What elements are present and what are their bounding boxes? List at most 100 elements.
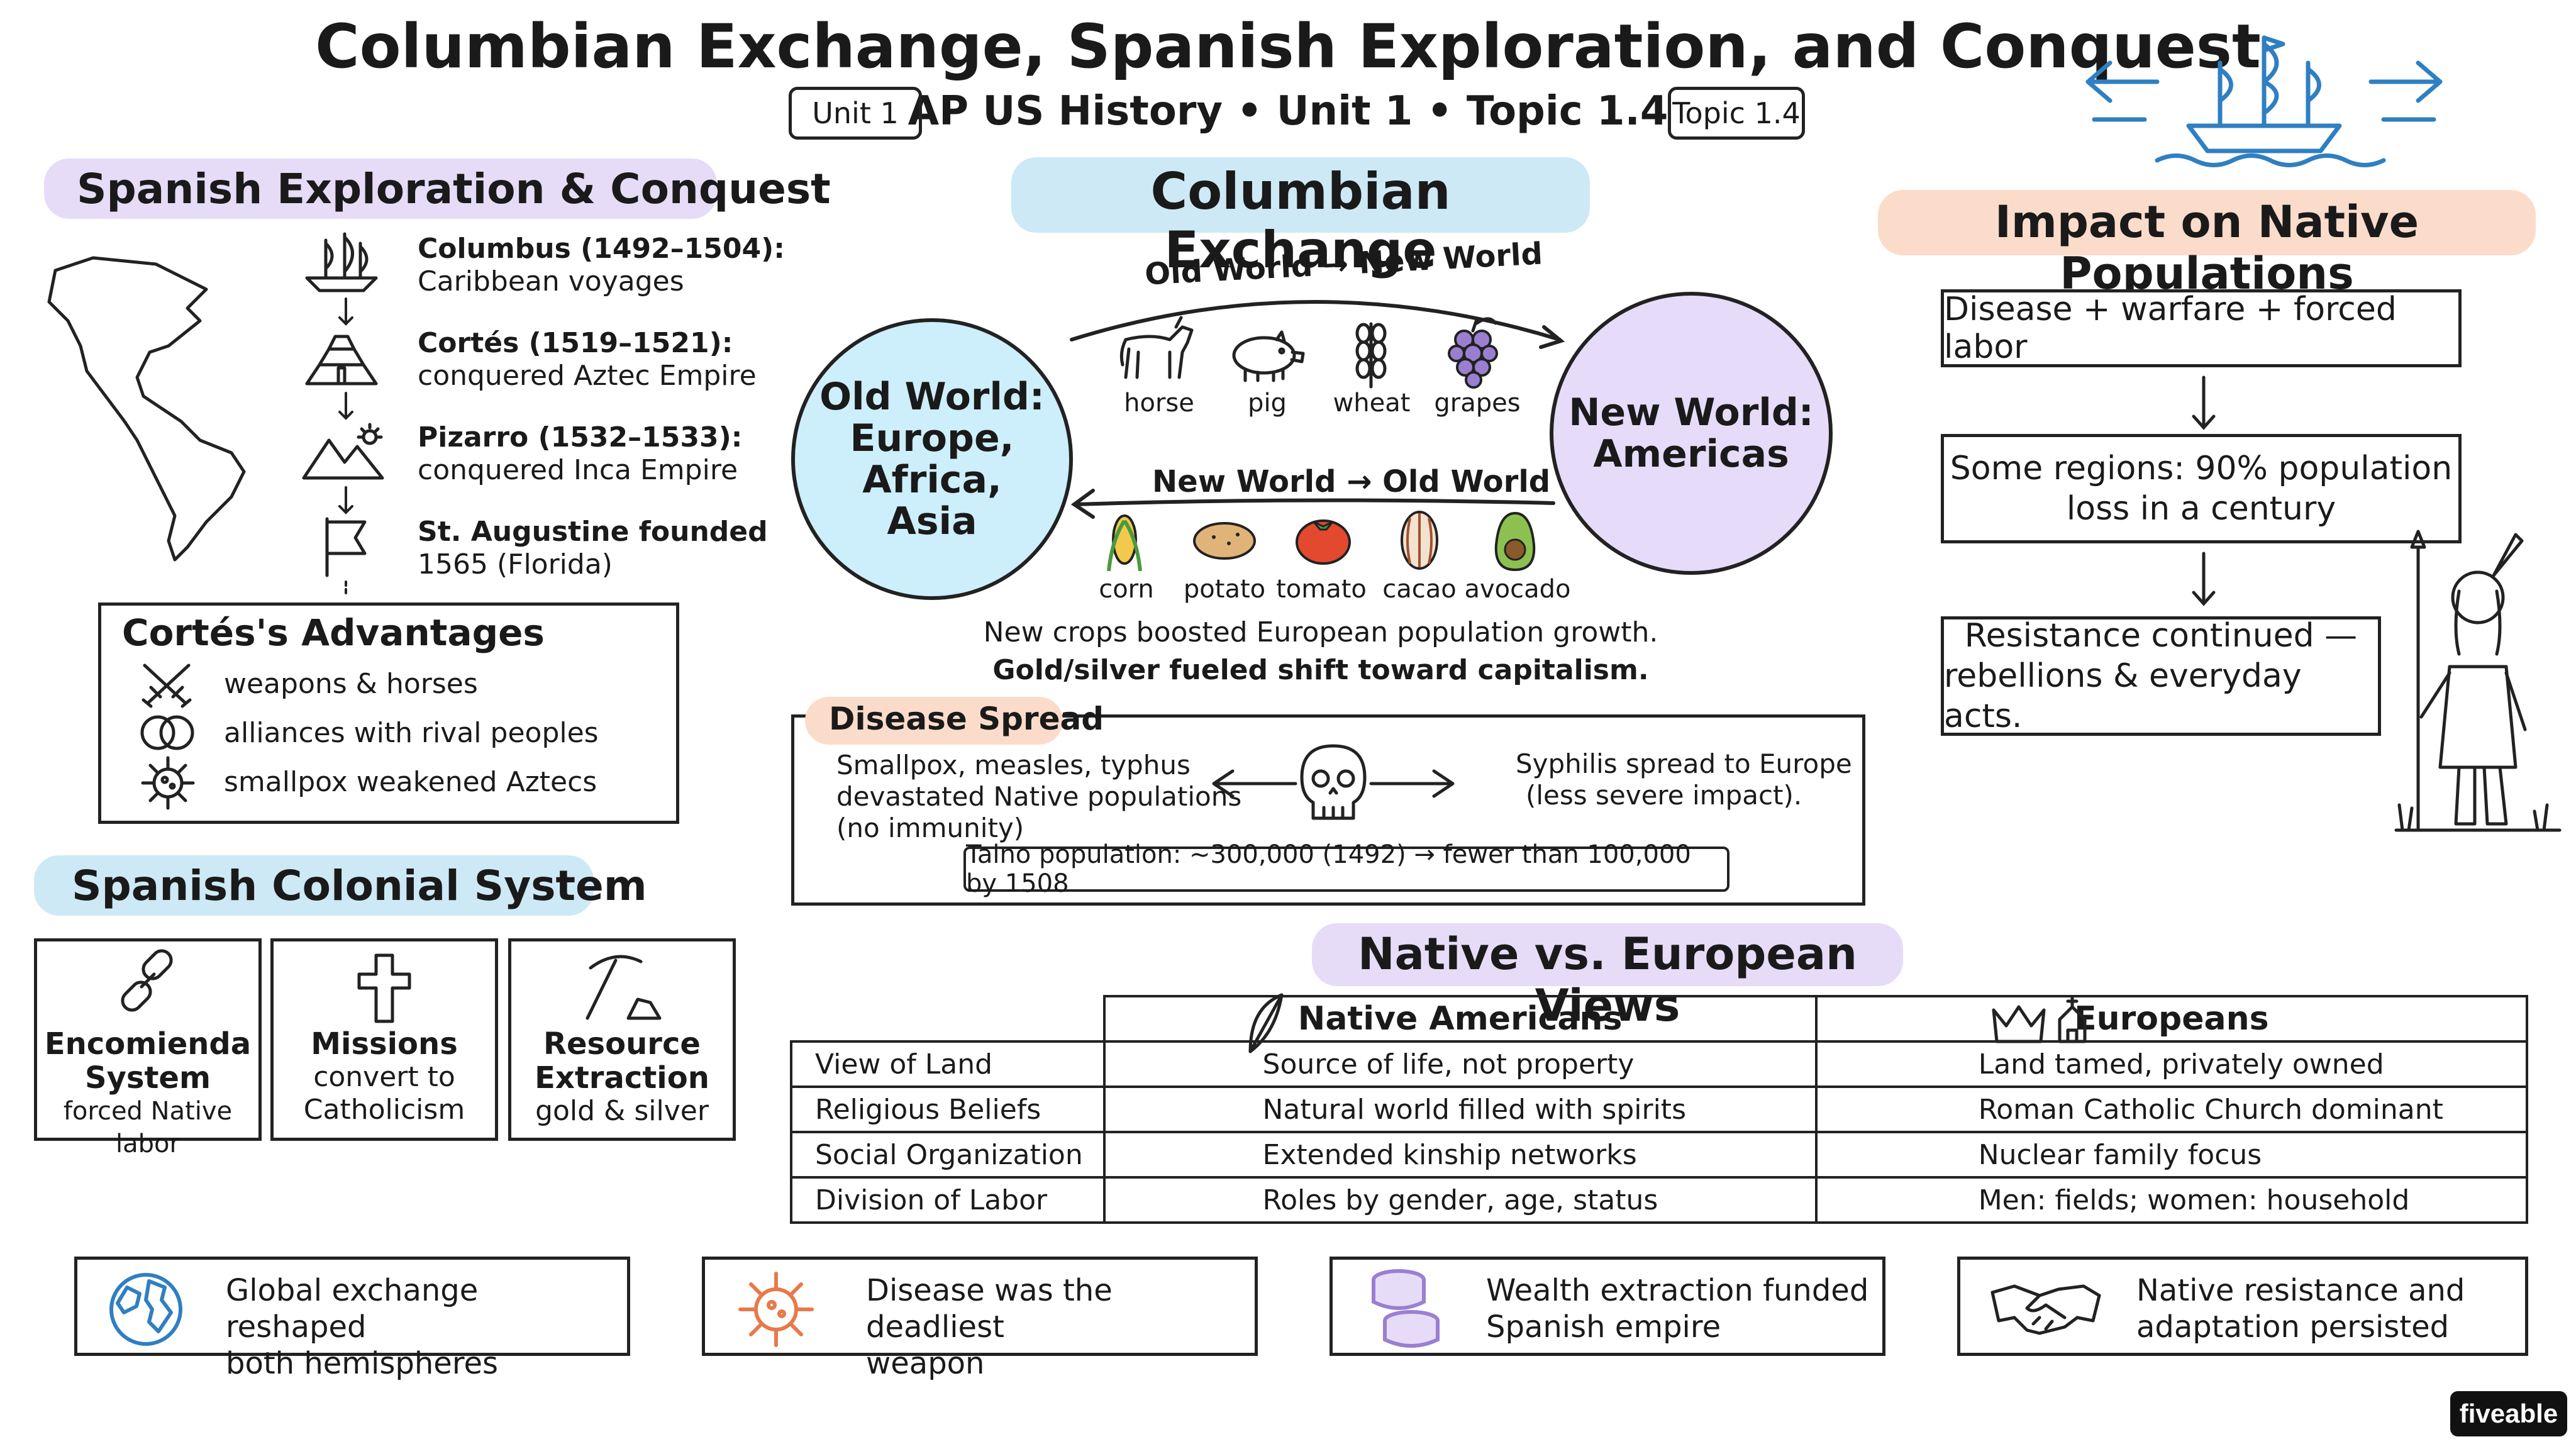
text-line: loss in a century: [2066, 490, 2336, 528]
resource-extraction-box: Resource Extraction gold & silver: [508, 938, 736, 1141]
new-world-circle: New World: Americas: [1550, 292, 1833, 575]
table-row: Religious Beliefs Natural world filled w…: [790, 1085, 2529, 1133]
exchange-note: New crops boosted European population gr…: [983, 616, 1658, 648]
timeline-text: conquered Inca Empire: [418, 454, 738, 486]
text-line: both hemispheres: [226, 1346, 499, 1381]
cortes-advantages-heading: Cortés's Advantages: [122, 611, 545, 654]
timeline-item: St. Augustine founded 1565 (Florida): [418, 516, 768, 581]
impact-heading: Impact on Native Populations: [1994, 196, 2419, 299]
takeaway-text: Global exchange reshaped both hemisphere…: [226, 1272, 627, 1382]
native-cell: Extended kinship networks: [1102, 1131, 1818, 1179]
timeline-title: Pizarro (1532–1533):: [418, 421, 743, 453]
row-label: Religious Beliefs: [790, 1085, 1106, 1133]
text-line: Native resistance and: [2136, 1273, 2465, 1308]
section-highlight: [44, 158, 717, 219]
item-label: tomato: [1276, 575, 1367, 604]
coins-icon: [1372, 1269, 1440, 1348]
chain-icon: [121, 949, 173, 1012]
timeline-item: Pizarro (1532–1533): conquered Inca Empi…: [418, 421, 742, 487]
native-cell: Source of life, not property: [1102, 1040, 1818, 1088]
avocado-icon: [1494, 511, 1536, 572]
taino-population-box: Taino population: ~300,000 (1492) → fewe…: [963, 840, 1729, 898]
corn-icon: [1107, 514, 1142, 572]
box-subtitle: forced Native labor: [63, 1097, 233, 1158]
timeline-connector: [338, 297, 353, 596]
page-subtitle: AP US History • Unit 1 • Topic 1.4: [908, 88, 1668, 135]
text-line: (no immunity): [836, 813, 1024, 843]
box-title: Missions: [311, 1026, 458, 1062]
box-subtitle: gold & silver: [535, 1095, 709, 1127]
native-cell: Natural world filled with spirits: [1102, 1085, 1818, 1133]
section-highlight: [1312, 923, 1903, 986]
section-highlight: [1878, 190, 2536, 255]
takeaway-box: Wealth extraction funded Spanish empire: [1330, 1257, 1885, 1356]
text-line: Resistance continued —: [1964, 617, 2358, 655]
disease-old-world-text: Smallpox, measles, typhus devastated Nat…: [836, 750, 1241, 844]
euro-cell: Land tamed, privately owned: [1814, 1040, 2529, 1088]
exchange-note: Gold/silver fueled shift toward capitali…: [992, 654, 1649, 686]
americas-map-icon: [47, 256, 246, 562]
euro-cell: Nuclear family focus: [1814, 1131, 2529, 1179]
potato-icon: [1193, 522, 1256, 560]
table-header-row: Native Americans Europeans: [791, 993, 2529, 1053]
mountains-icon: [302, 423, 384, 480]
exchange-arrows: [1070, 300, 1565, 519]
pickaxe-icon: [586, 955, 662, 1020]
virus-icon: [141, 756, 195, 810]
timeline-title: Columbus (1492–1504):: [418, 233, 785, 265]
advantage-item: weapons & horses: [224, 668, 478, 700]
text-line: Syphilis spread to Europe: [1516, 748, 1852, 779]
box-title: Resource: [543, 1026, 701, 1062]
colonial-system-heading: Spanish Colonial System: [72, 862, 647, 910]
handshake-icon: [1990, 1284, 2101, 1335]
euro-column-header: Europeans: [1814, 995, 2529, 1043]
encomienda-box: Encomienda System forced Native labor: [34, 938, 262, 1158]
column-label: Native Americans: [1297, 1000, 1623, 1038]
section-highlight: [805, 697, 1063, 745]
text-line: Wealth extraction funded: [1486, 1273, 1869, 1308]
views-table: Native Americans Europeans View of Land …: [790, 993, 2529, 1224]
wheat-icon: [1355, 322, 1387, 389]
timeline-title: Cortés (1519–1521):: [418, 327, 733, 359]
topic-badge: Topic 1.4: [1668, 87, 1805, 140]
takeaway-box: Global exchange reshaped both hemisphere…: [74, 1257, 630, 1381]
row-label: Social Organization: [790, 1131, 1106, 1179]
circle-line: Asia: [887, 499, 977, 543]
timeline-text: conquered Aztec Empire: [418, 360, 757, 392]
cross-icon: [357, 953, 411, 1023]
skull-with-arrows-icon: [1212, 744, 1455, 820]
takeaway-box: Native resistance and adaptation persist…: [1957, 1257, 2528, 1356]
unit-badge: Unit 1: [789, 87, 922, 140]
box-title: Encomienda: [44, 1026, 252, 1062]
advantage-item: smallpox weakened Aztecs: [224, 766, 597, 798]
text-line: Global exchange reshaped: [226, 1273, 479, 1345]
table-corner: [791, 996, 1104, 1043]
cortes-advantages-box: [98, 602, 679, 824]
table-row: View of Land Source of life, not propert…: [790, 1040, 2529, 1088]
takeaway-text: Disease was the deadliest weapon: [866, 1272, 1255, 1382]
disease-new-world-text: Syphilis spread to Europe (less severe i…: [1516, 748, 1852, 811]
text-line: (less severe impact).: [1526, 780, 1802, 811]
flag-icon: [325, 517, 367, 577]
ship-with-arrows-icon: [2085, 35, 2443, 167]
horse-icon: [1119, 316, 1194, 379]
missions-box: Missions convert to Catholicism: [270, 938, 498, 1141]
timeline-item: Columbus (1492–1504): Caribbean voyages: [418, 233, 785, 298]
disease-heading: Disease Spread: [829, 701, 1104, 737]
grapes-icon: [1448, 317, 1498, 389]
ship-icon: [305, 232, 378, 292]
impact-flow-arrows: [2192, 375, 2216, 606]
euro-cell: Men: fields; women: household: [1814, 1176, 2529, 1224]
text-line: devastated Native populations: [836, 781, 1242, 812]
text-line: adaptation persisted: [2136, 1309, 2450, 1345]
item-label: corn: [1099, 575, 1154, 604]
columbian-exchange-heading: Columbian Exchange: [1150, 162, 1451, 279]
timeline-text: 1565 (Florida): [418, 548, 613, 580]
item-label: wheat: [1333, 389, 1411, 418]
takeaway-box: Disease was the deadliest weapon: [702, 1257, 1258, 1381]
advantage-item: alliances with rival peoples: [224, 717, 599, 749]
native-column-header: Native Americans: [1102, 993, 1818, 1053]
pig-icon: [1232, 330, 1305, 382]
box-title: Extraction: [535, 1060, 709, 1096]
circle-line: Old World:: [819, 375, 1045, 419]
